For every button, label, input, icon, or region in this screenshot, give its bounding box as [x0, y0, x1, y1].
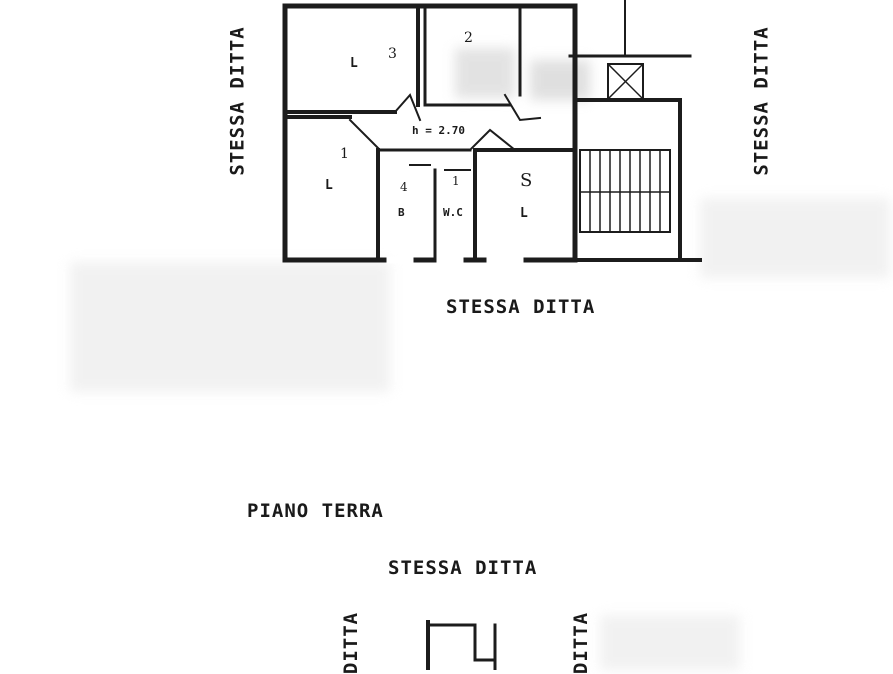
room-label-l: L — [520, 206, 528, 221]
height-note: h = 2.70 — [412, 124, 465, 137]
hand-mark: 4 — [400, 180, 408, 194]
room-label-l: L — [350, 56, 358, 71]
label-lower-stessa-ditta: STESSA DITTA — [388, 557, 538, 579]
room-label-wc: W.C — [443, 206, 463, 219]
room-label-l: L — [325, 178, 333, 193]
room-label-b: B — [398, 206, 405, 219]
outer-wall — [282, 3, 578, 263]
redaction-patch — [455, 48, 515, 98]
hand-mark: S — [520, 170, 533, 191]
hand-mark: 2 — [464, 30, 473, 46]
label-piano-terra: PIANO TERRA — [247, 500, 384, 522]
hand-mark: 3 — [388, 46, 397, 62]
redaction-patch — [70, 262, 390, 392]
label-lower-left-ditta: DITTA — [340, 611, 363, 674]
label-right-stessa-ditta: STESSA DITTA — [750, 26, 773, 176]
redaction-patch — [530, 60, 590, 100]
hand-mark: 1 — [452, 174, 460, 188]
label-lower-right-ditta: DITTA — [570, 611, 593, 674]
redaction-patch — [700, 198, 890, 278]
redaction-patch — [600, 615, 740, 670]
label-left-stessa-ditta: STESSA DITTA — [226, 26, 249, 176]
label-bottom-stessa-ditta: STESSA DITTA — [446, 296, 596, 318]
hand-mark: 1 — [340, 146, 349, 162]
